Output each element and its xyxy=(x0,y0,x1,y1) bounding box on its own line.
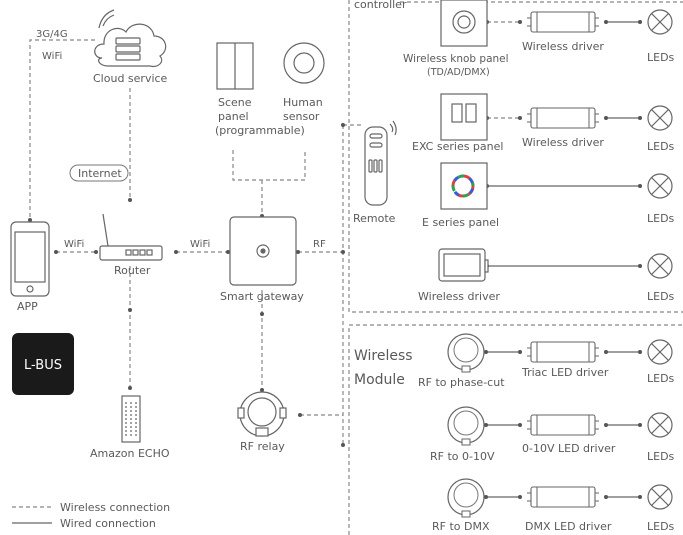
legend-wireless-label: Wireless connection xyxy=(60,501,170,514)
leds-3-label: LEDs xyxy=(647,212,675,225)
leds-4-label: LEDs xyxy=(647,290,675,303)
smart-gateway-icon xyxy=(229,216,297,286)
leds-3-icon xyxy=(647,173,673,199)
rf-0-10v-icon xyxy=(447,406,485,446)
leds-5-label: LEDs xyxy=(647,372,675,385)
knob-panel-icon xyxy=(440,0,488,47)
wireless-driver-3-icon xyxy=(438,248,489,282)
leds-2-label: LEDs xyxy=(647,140,675,153)
programmable-label: (programmable) xyxy=(215,124,305,137)
e-panel-label: E series panel xyxy=(422,216,499,229)
scene-panel-label-1: Scene xyxy=(218,96,252,109)
router-label: Router xyxy=(114,264,151,277)
wifi-right-label: WiFi xyxy=(190,239,210,250)
leds-1-icon xyxy=(647,9,673,35)
rf-relay-icon xyxy=(237,391,287,437)
dmx-driver-icon xyxy=(526,486,600,508)
router-icon xyxy=(99,213,163,261)
exc-panel-icon xyxy=(440,93,488,141)
cloud-wifi-label: WiFi xyxy=(42,51,62,62)
dmx-driver-label: DMX LED driver xyxy=(525,520,612,533)
cloud-network-label: 3G/4G xyxy=(36,29,68,40)
leds-7-icon xyxy=(647,484,673,510)
rf-phase-cut-icon xyxy=(447,333,485,373)
scene-panel-label-2: panel xyxy=(218,110,249,123)
leds-7-label: LEDs xyxy=(647,520,675,533)
rf-0-10v-label: RF to 0-10V xyxy=(430,450,495,463)
internet-badge xyxy=(69,164,129,182)
wireless-module-label-1: Wireless xyxy=(354,348,413,364)
amazon-echo-label: Amazon ECHO xyxy=(90,447,170,460)
app-phone-icon xyxy=(10,221,50,297)
controller-label: controller xyxy=(354,0,407,11)
rf-dmx-icon xyxy=(447,478,485,518)
leds-6-label: LEDs xyxy=(647,450,675,463)
remote-label: Remote xyxy=(353,212,396,225)
wireless-module-label-2: Module xyxy=(354,372,405,388)
legend-wired-label: Wired connection xyxy=(60,517,156,530)
lbus-logo xyxy=(12,333,74,395)
human-sensor-label-1: Human xyxy=(283,96,323,109)
knob-panel-label-2: (TD/AD/DMX) xyxy=(427,67,490,78)
wireless-driver-1-icon xyxy=(526,11,600,33)
connection-dots xyxy=(28,20,642,499)
driver-0-10v-icon xyxy=(526,414,600,436)
leds-6-icon xyxy=(647,412,673,438)
human-sensor-icon xyxy=(283,42,325,84)
connections xyxy=(12,0,683,535)
rf-dmx-label: RF to DMX xyxy=(432,520,490,533)
driver-0-10v-label: 0-10V LED driver xyxy=(522,442,616,455)
cloud-service-icon xyxy=(94,9,167,67)
exc-panel-label: EXC series panel xyxy=(412,140,503,153)
smart-gateway-label: Smart gateway xyxy=(220,290,304,303)
wireless-driver-2-label: Wireless driver xyxy=(522,136,604,149)
human-sensor-label-2: sensor xyxy=(283,110,320,123)
wireless-driver-3-label: Wireless driver xyxy=(418,290,500,303)
leds-5-icon xyxy=(647,339,673,365)
wireless-driver-1-label: Wireless driver xyxy=(522,40,604,53)
rf-relay-label: RF relay xyxy=(240,440,285,453)
amazon-echo-icon xyxy=(121,395,141,443)
internet-label: Internet xyxy=(78,167,122,180)
leds-2-icon xyxy=(647,105,673,131)
scene-panel-icon xyxy=(216,42,254,90)
app-label: APP xyxy=(17,300,38,313)
knob-panel-label-1: Wireless knob panel xyxy=(403,53,509,65)
rf-label: RF xyxy=(313,239,326,250)
leds-1-label: LEDs xyxy=(647,51,675,64)
remote-icon xyxy=(364,120,397,206)
triac-driver-label: Triac LED driver xyxy=(521,366,609,379)
wireless-driver-2-icon xyxy=(526,107,600,129)
leds-4-icon xyxy=(647,253,673,279)
e-series-panel-icon xyxy=(440,162,488,210)
rf-phase-cut-label: RF to phase-cut xyxy=(418,376,505,389)
cloud-service-label: Cloud service xyxy=(93,72,168,85)
lbus-label: L-BUS xyxy=(24,358,62,373)
labels: controller 3G/4G WiFi Cloud service Inte… xyxy=(17,0,675,533)
triac-driver-icon xyxy=(526,341,600,363)
wifi-left-label: WiFi xyxy=(64,239,84,250)
